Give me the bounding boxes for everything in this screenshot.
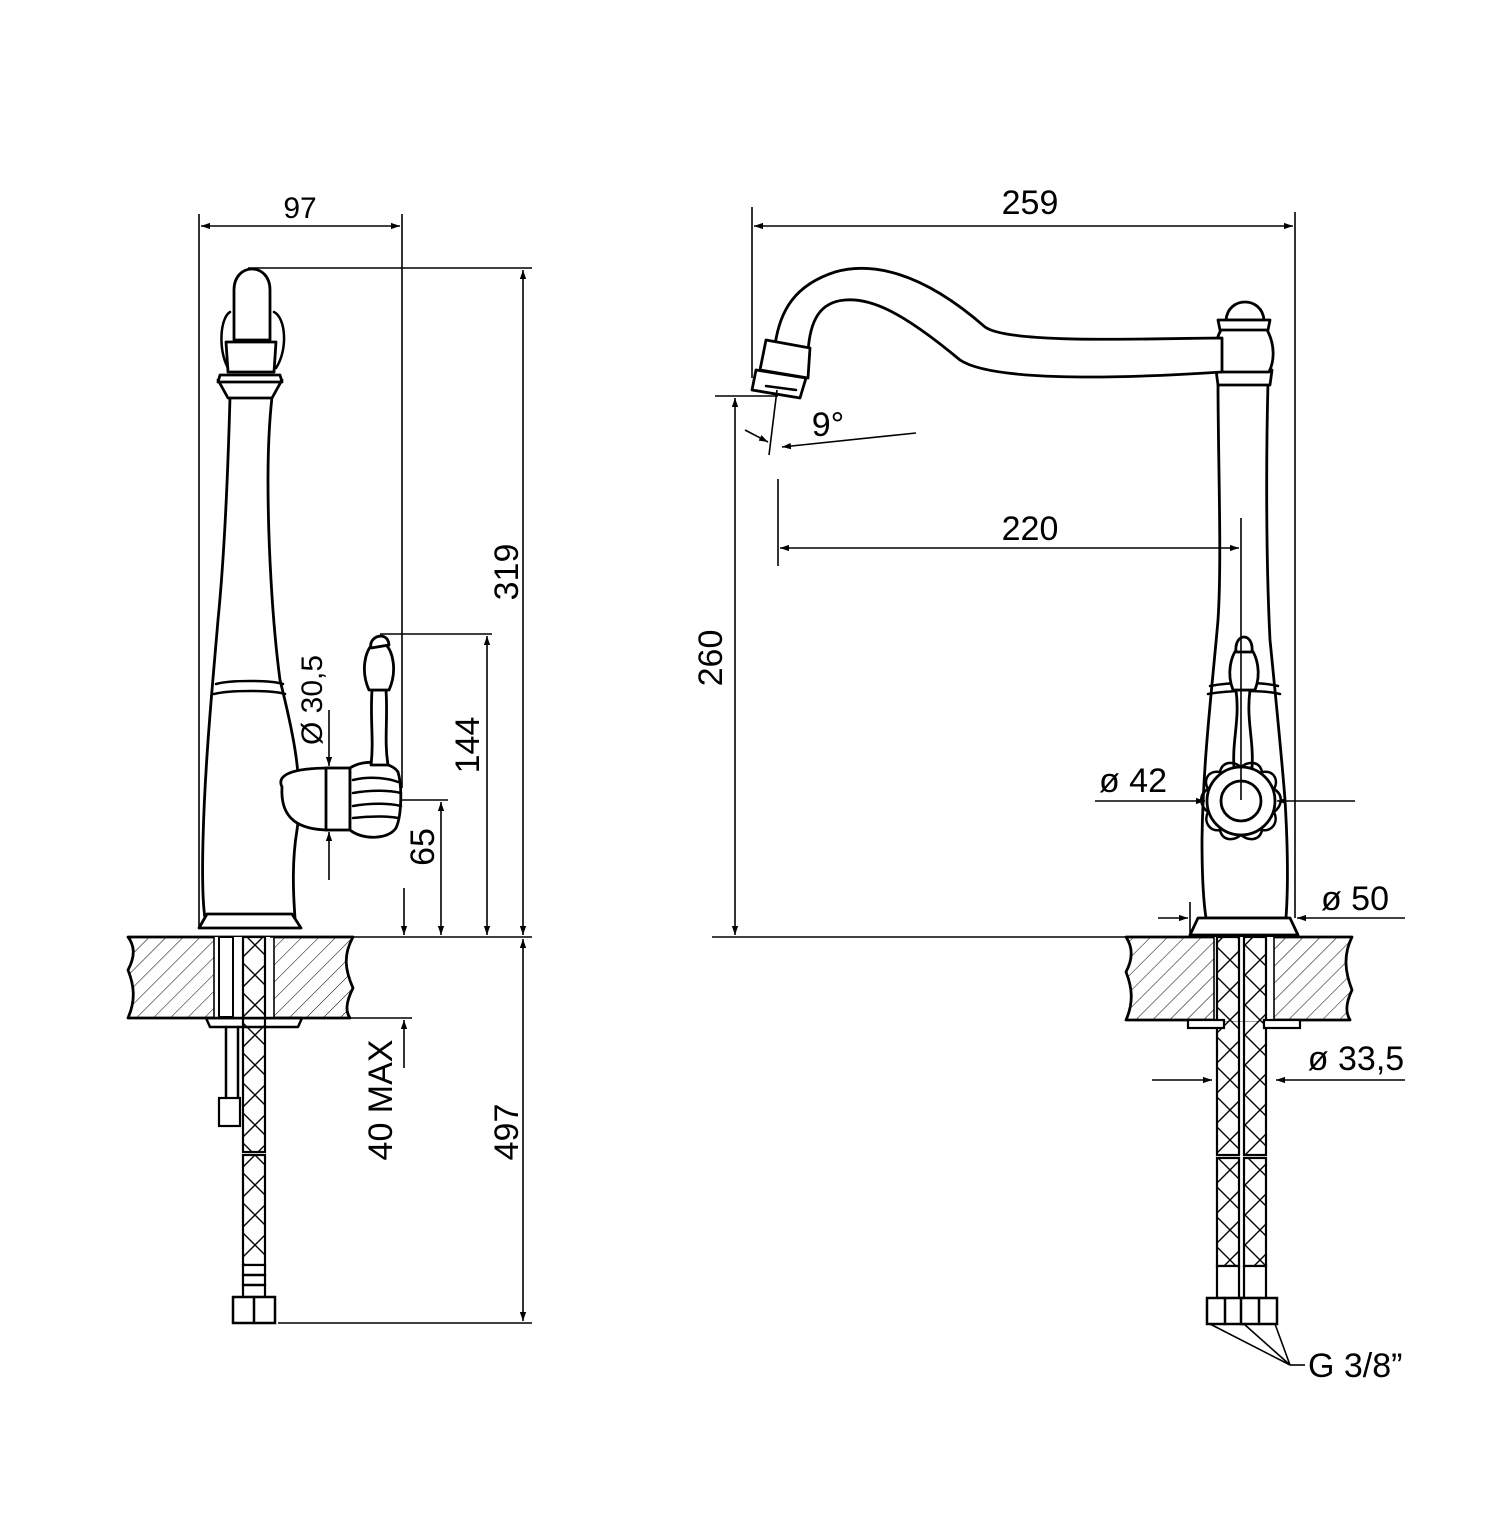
hoses-left (204, 935, 304, 1325)
label-hose-thread: G 3/8” (1308, 1347, 1402, 1385)
label-total-height: 319 (488, 544, 526, 601)
faucet-body-side (197, 267, 403, 930)
front-view: 259 9° 220 260 ø 42 ø 50 ø 33,5 G 3/8” (692, 184, 1405, 1385)
dimension-lines-right (712, 207, 1405, 1366)
dimension-labels-right: 259 9° 220 260 ø 42 ø 50 ø 33,5 G 3/8” (692, 184, 1404, 1385)
label-spout-angle: 9° (812, 406, 845, 444)
side-view: 97 319 144 65 Ø 30,5 40 MAX 497 (126, 192, 532, 1325)
label-base-diameter: ø 50 (1321, 880, 1389, 918)
label-lever-axis-height: 65 (404, 828, 442, 866)
label-side-width: 97 (283, 192, 316, 225)
label-hose-length: 497 (488, 1104, 526, 1161)
dimension-labels-left: 97 319 144 65 Ø 30,5 40 MAX 497 (283, 192, 526, 1160)
label-spout-height: 260 (692, 630, 730, 687)
dimension-lines-left (198, 214, 532, 1324)
label-deck-thickness: 40 MAX (362, 1040, 400, 1161)
label-spout-reach: 220 (1002, 510, 1059, 548)
label-spout-total-length: 259 (1002, 184, 1059, 222)
countertop-section-left (126, 935, 355, 1020)
label-shank-diameter: ø 33,5 (1308, 1040, 1404, 1078)
label-lever-height: 144 (449, 717, 487, 774)
hoses-right (1186, 935, 1302, 1326)
label-lever-diameter: Ø 30,5 (296, 655, 329, 745)
faucet-body-front (750, 266, 1300, 937)
label-body-diameter: ø 42 (1099, 762, 1167, 800)
